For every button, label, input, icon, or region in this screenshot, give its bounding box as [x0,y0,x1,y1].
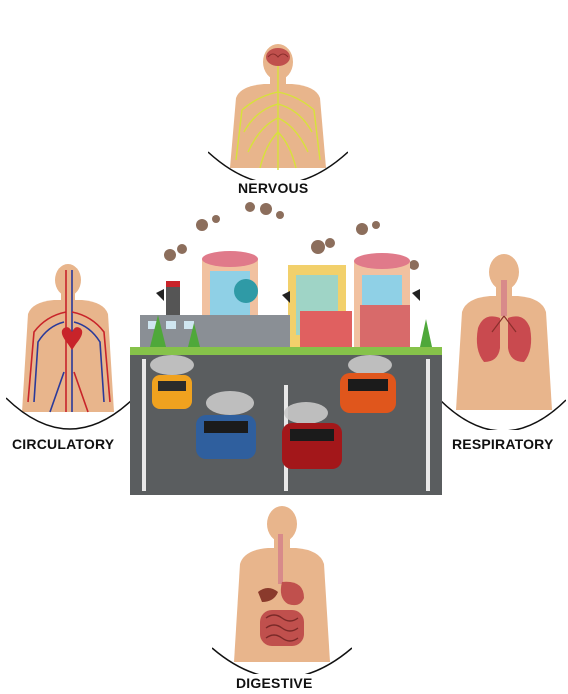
nervous-system-figure [208,40,348,180]
grass-strip [130,347,442,355]
digestive-system-figure [212,502,352,674]
brain-icon [266,48,290,66]
body-silhouette [456,254,552,410]
polluted-city-scene [130,195,442,495]
digestive-label: DIGESTIVE [236,675,312,691]
respiratory-system-figure [440,250,566,430]
respiratory-label: RESPIRATORY [452,436,554,452]
circulatory-label: CIRCULATORY [12,436,114,452]
circulatory-system-figure [6,262,134,434]
nervous-label: NERVOUS [238,180,308,196]
